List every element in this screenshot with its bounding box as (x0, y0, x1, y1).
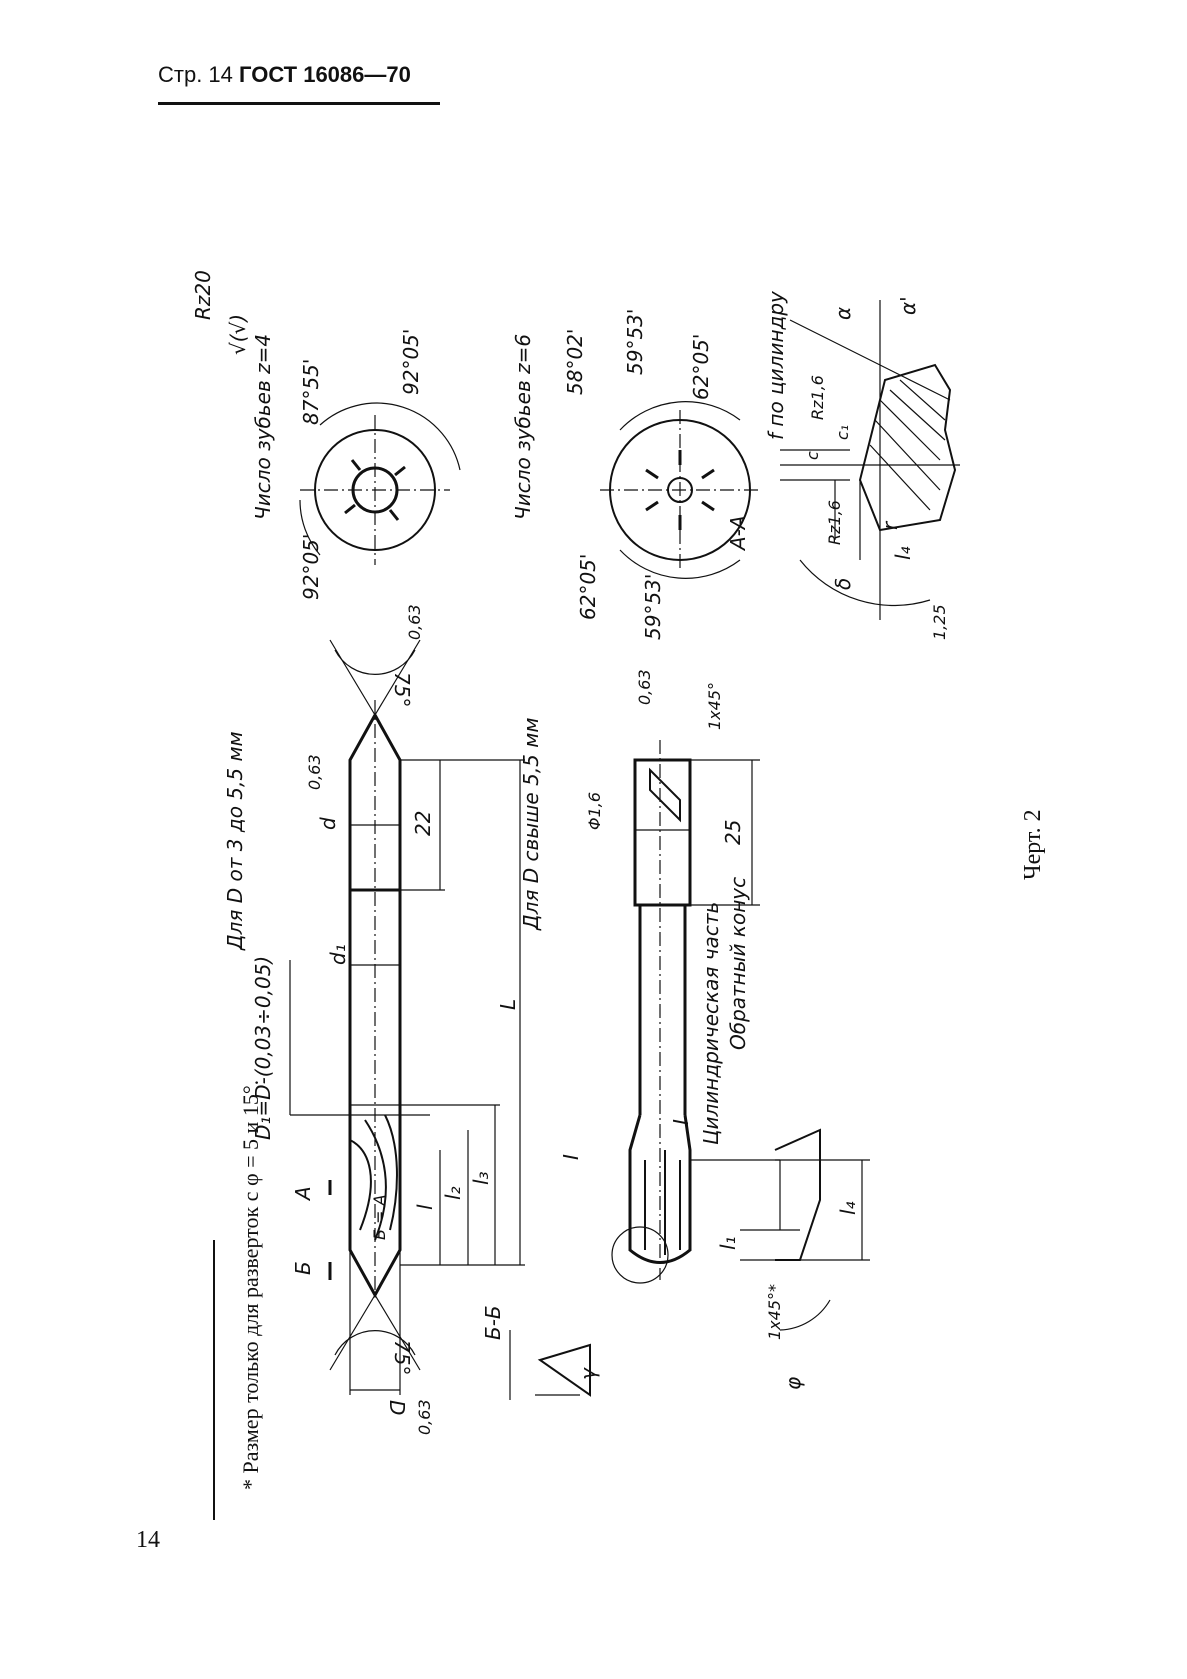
angle-z6-2: 59°53' (623, 309, 647, 375)
reamer-small-flutes (349, 1114, 398, 1241)
section-mark-B: Б (291, 1261, 315, 1275)
rough-063-top: 0,63 (405, 604, 424, 640)
reamer-large-flutes (644, 1150, 681, 1255)
caption-small-d: Для D от 3 до 5,5 мм (223, 731, 247, 951)
angle-75-arc-top (334, 649, 416, 675)
footnote: * Размер только для разверток с φ = 5 и … (238, 1079, 263, 1490)
dim-alpha1: α' (896, 296, 920, 315)
dim-75-bottom: 75° (390, 1340, 414, 1375)
caption-d1-formula: D₁=D-(0,03÷0,05) (251, 956, 275, 1140)
caption-cylindrical: Цилиндрическая часть (699, 902, 723, 1145)
dim-chamfer-top: 1x45° (705, 682, 724, 730)
section-aa (780, 300, 960, 620)
section-mark-A: А (291, 1186, 315, 1202)
rough-063-shank: 0,63 (305, 754, 324, 790)
reamer-large-cutting-part (628, 1114, 692, 1264)
angle-z4-2: 92°05' (399, 329, 423, 395)
caption-teeth4: Число зубьев z=4 (251, 334, 275, 520)
dim-l1: l₁ (716, 1236, 740, 1250)
dim-alpha: α (831, 307, 855, 320)
dim-l: l (413, 1204, 437, 1210)
cross-section-z6 (600, 401, 760, 579)
footnote-rule (213, 1240, 215, 1520)
dim-four: l₄ (891, 546, 915, 560)
dim-B-eq-A: Б = А (370, 1195, 389, 1241)
angle-z6-1: 58°02' (563, 329, 587, 395)
rough-125: 1,25 (930, 604, 949, 640)
dim-c: c (803, 451, 822, 460)
dim-l3: l₃ (469, 1171, 493, 1185)
caption-section-bb: Б-Б (481, 1305, 505, 1340)
dim-chamfer-bottom: 1x45°* (765, 1284, 784, 1340)
dim-d1: d₁ (326, 944, 350, 965)
rough-063-bottom: 0,63 (415, 1399, 434, 1435)
caption-section-aa: А-А (726, 515, 750, 552)
z4-outer-circle (314, 429, 436, 551)
section-bb-profile (537, 1343, 591, 1397)
dim-L: L (496, 999, 520, 1010)
caption-teeth6: Число зубьев z=6 (511, 334, 535, 520)
dim-75-top: 75° (390, 672, 414, 707)
roughness-symbol: √(√) (226, 314, 250, 355)
roughness-rz20: Rz20 (191, 270, 215, 320)
rough-rz16-bottom: Rz1,6 (825, 500, 844, 545)
cross-section-z4 (299, 402, 461, 565)
dim-l4: l₄ (836, 1201, 860, 1215)
angle-z4-3: 92°05' (299, 534, 323, 600)
caption-by-cylinder: f по цилиндру (764, 290, 788, 440)
section-aa-body (858, 363, 957, 532)
header-rule (158, 102, 440, 105)
rough-rz16-top: Rz1,6 (808, 375, 827, 420)
page-header: Стр. 14 ГОСТ 16086—70 (158, 62, 411, 88)
caption-reverse-cone: Обратный конус (726, 877, 750, 1050)
dim-r: r (878, 520, 902, 530)
detail-I-circle (611, 1226, 669, 1284)
page-number: 14 (136, 1527, 160, 1553)
header-page-prefix: Стр. 14 (158, 62, 233, 87)
caption-large-d: Для D свыше 5,5 мм (519, 718, 543, 931)
header-standard: ГОСТ 16086—70 (239, 62, 411, 87)
angle-z6-5: 59°53' (641, 574, 665, 640)
dim-22: 22 (411, 811, 435, 836)
dim-D: D (385, 1400, 409, 1415)
reamer-large (611, 740, 870, 1331)
angle-phi-arc (779, 1299, 831, 1331)
dim-25: 25 (721, 820, 745, 845)
figure-caption: Черт. 2 (1020, 809, 1046, 880)
caption-detail-i: I (559, 1154, 583, 1160)
reamer-small-shank-end (348, 714, 402, 892)
angle-z6-4: 62°05' (576, 554, 600, 620)
dim-l2: l₂ (441, 1186, 465, 1200)
detail-I-profile (774, 1128, 821, 1261)
caption-detail-i-view: I (669, 1119, 693, 1125)
dim-delta: δ (831, 578, 855, 590)
dim-phi16: Φ1,6 (585, 792, 604, 830)
reamer-large-center-hole (649, 767, 681, 823)
dim-d: d (316, 817, 340, 830)
angle-z6-3: 62°05' (689, 334, 713, 400)
rough-063-large: 0,63 (635, 669, 654, 705)
section-aa-hatch (869, 379, 946, 511)
reamer-small (289, 639, 525, 1395)
dim-c1: c₁ (833, 425, 852, 440)
angle-z4-1: 87°55' (299, 359, 323, 425)
dim-gamma: γ (576, 1367, 600, 1380)
dim-phi: φ (781, 1377, 805, 1390)
angle-75-arc-bottom (334, 1330, 416, 1356)
reamer-large-shank (633, 758, 692, 907)
